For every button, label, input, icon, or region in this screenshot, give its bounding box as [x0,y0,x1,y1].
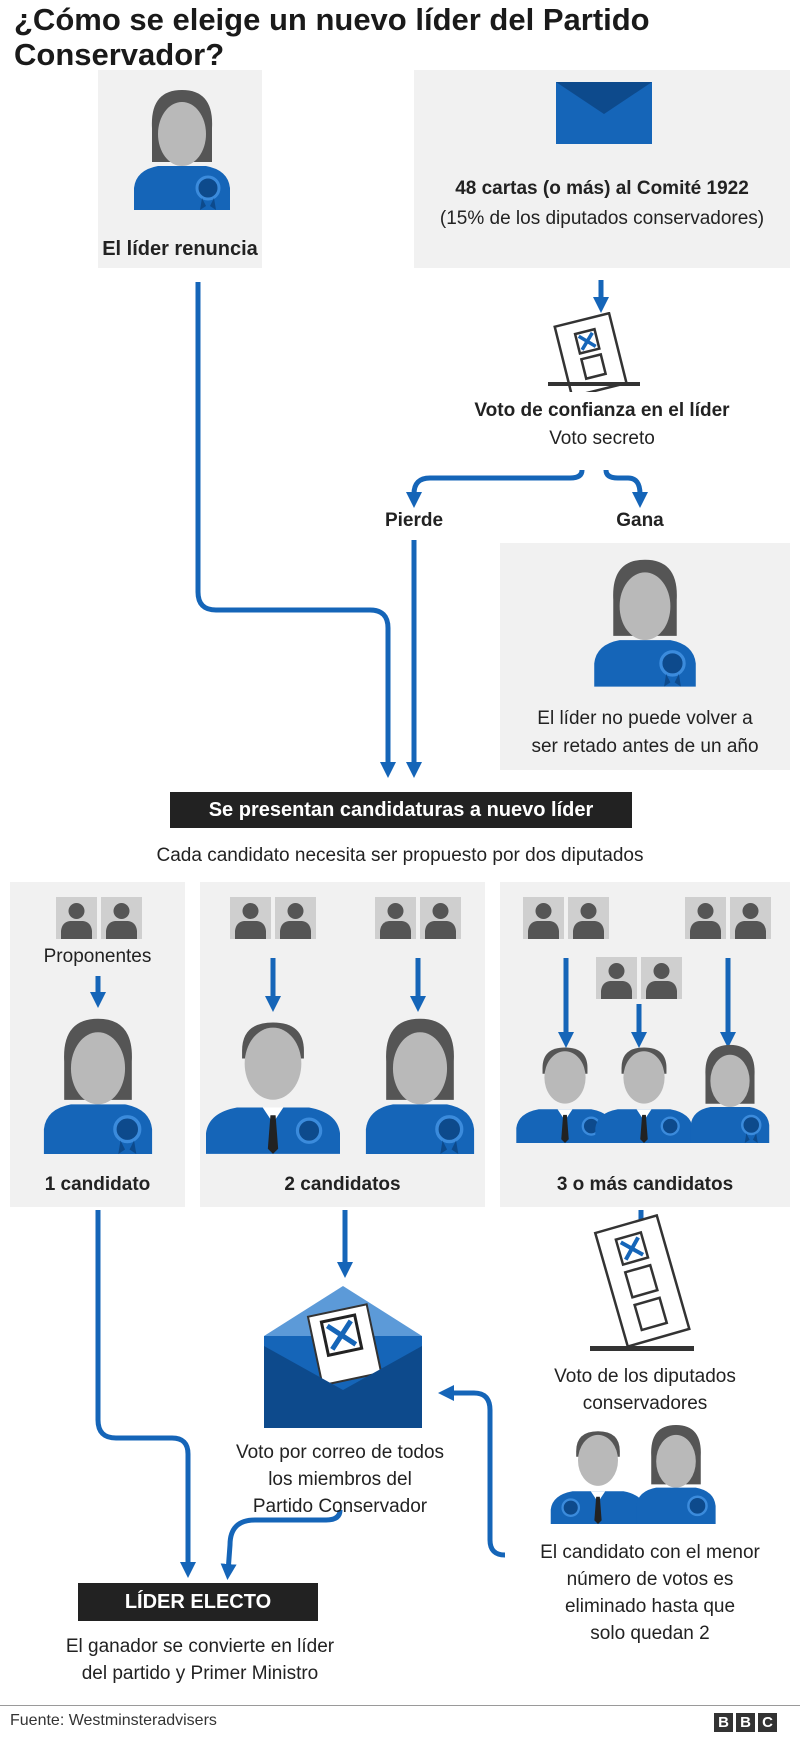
postal-vote-line2: los miembros del [268,1469,412,1490]
result-line2: del partido y Primer Ministro [81,1663,319,1684]
three-candidates-label: 3 o más candidatos [556,1174,734,1195]
wins-note-line2: ser retado antes de un año [531,736,759,757]
bbc-logo: B B C [714,1713,777,1732]
postal-vote-line1: Voto por correo de todos [235,1442,445,1463]
proposers-icon [375,897,461,939]
leader-icon [134,90,230,210]
mps-vote-line1: Voto de los diputados [554,1366,736,1387]
letters-note: (15% de los diputados conservadores) [439,208,765,229]
postal-vote-line3: Partido Conservador [252,1496,428,1517]
candidate-man-icon [206,1022,340,1154]
bbc-logo-letter: B [714,1713,733,1732]
candidate-woman-icon [43,1018,153,1154]
postal-vote-envelope-icon [264,1286,422,1428]
bbc-logo-letter: C [758,1713,777,1732]
envelope-icon [556,82,652,144]
source-note: Fuente: Westminsteradvisers [10,1712,217,1729]
mps-vote-line2: conservadores [582,1393,708,1414]
candidate-woman-icon [365,1018,475,1154]
confidence-vote-subtitle: Voto secreto [549,428,655,449]
nominations-banner: Se presentan candidaturas a nuevo líder [170,792,632,828]
elimination-line4: solo quedan 2 [590,1623,710,1644]
wins-label: Gana [616,510,664,531]
remaining-woman-icon [636,1424,716,1524]
letters-label: 48 cartas (o más) al Comité 1922 [455,178,749,199]
elimination-line3: eliminado hasta que [564,1596,736,1617]
proposers-icon [596,957,682,999]
proposers-icon [685,897,771,939]
footer-divider [0,1705,800,1706]
elimination-line2: número de votos es [566,1569,734,1590]
proposers-icon [230,897,316,939]
elimination-line1: El candidato con el menor [540,1542,760,1563]
page-title: ¿Cómo se eleige un nuevo líder del Parti… [14,2,650,72]
mps-ballot-icon [590,1214,694,1351]
proposers-label: Proponentes [43,946,152,967]
one-candidate-label: 1 candidato [44,1174,151,1195]
bbc-logo-letter: B [736,1713,755,1732]
ballot-icon [548,312,640,392]
candidate-man-icon [516,1047,614,1143]
leader-elected-banner: LÍDER ELECTO [78,1583,318,1621]
nominations-note: Cada candidato necesita ser propuesto po… [156,845,644,866]
candidate-man-icon [595,1047,693,1143]
wins-note-line1: El líder no puede volver a [537,708,753,729]
leader-stays-icon [594,559,696,687]
proposers-icon [56,897,142,939]
confidence-vote-title: Voto de confianza en el líder [474,400,730,421]
result-line1: El ganador se convierte en líder [65,1636,335,1657]
loses-label: Pierde [384,510,444,531]
proposers-icon [523,897,609,939]
two-candidates-label: 2 candidatos [284,1174,401,1195]
candidate-woman-icon [690,1044,770,1143]
leader-resigns-label: El líder renuncia [102,238,258,260]
remaining-man-icon [550,1431,646,1524]
